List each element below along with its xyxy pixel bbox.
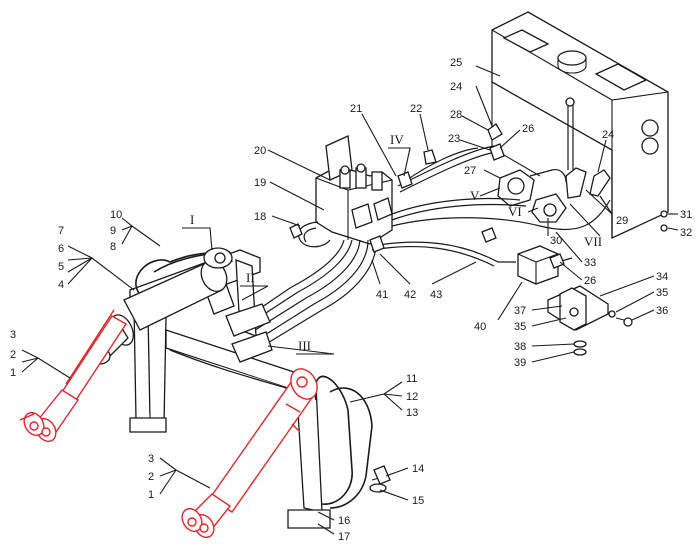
callout-c2a: 2 [10,349,16,361]
callout-c36: 36 [656,305,668,317]
callout-c39: 39 [514,357,526,369]
section-s4: IV [390,132,404,147]
part-callouts: 3 2 1 7 6 5 4 10 9 8 11 12 13 14 15 16 1… [10,57,692,543]
section-s1: I [190,212,194,227]
callout-c40: 40 [474,321,486,333]
hydraulic-hoses [239,145,613,345]
callout-c28: 28 [450,109,462,121]
callout-c26a: 26 [522,123,534,135]
callout-c20: 20 [254,145,266,157]
callout-c8: 8 [110,241,116,253]
callout-c42: 42 [404,289,416,301]
callout-c6: 6 [58,243,64,255]
callout-c24b: 24 [602,129,614,141]
callout-c30: 30 [550,235,562,247]
callout-c23: 23 [448,133,460,145]
leader-lines [21,65,679,535]
mounting-frame [129,249,331,529]
callout-c38: 38 [514,341,526,353]
callout-c21: 21 [350,103,362,115]
section-s3: III [298,338,311,353]
callout-c29: 29 [616,215,628,227]
callout-c1b: 1 [148,489,154,501]
callout-c31: 31 [680,209,692,221]
callout-c41: 41 [376,289,388,301]
section-s6: VI [508,204,522,219]
callout-c33: 33 [584,257,596,269]
callout-c5: 5 [58,261,64,273]
section-s5: V [470,188,480,203]
callout-c26b: 26 [584,275,596,287]
callout-c2b: 2 [148,471,154,483]
callout-c17: 17 [338,531,350,543]
connector-block [517,245,573,285]
callout-c19: 19 [254,177,266,189]
callout-c37: 37 [514,305,526,317]
callout-c3a: 3 [10,329,16,341]
lower-cylinder-highlighted [181,368,318,539]
hydraulic-tank [491,11,669,240]
fittings [289,123,565,269]
callout-c7: 7 [58,225,64,237]
section-s7: VII [584,234,602,249]
callout-c35a: 35 [656,287,668,299]
callout-c14: 14 [412,463,424,475]
callout-c25: 25 [450,57,462,69]
mounting-bracket [547,210,668,356]
callout-c15: 15 [412,495,424,507]
callout-c35b: 35 [514,321,526,333]
callout-c1a: 1 [10,367,16,379]
callout-c34: 34 [656,271,668,283]
callout-c18: 18 [254,211,266,223]
callout-c12: 12 [406,391,418,403]
callout-c16: 16 [338,515,350,527]
section-markers: I II III IV V VI VII [190,132,602,353]
callout-c43: 43 [430,289,442,301]
left-cylinder-highlighted [19,309,127,443]
valve-block [315,135,393,245]
callout-c9: 9 [110,225,116,237]
callout-c24a: 24 [450,81,462,93]
filter-block [497,97,611,223]
section-s2: II [246,270,255,285]
callout-c27: 27 [464,165,476,177]
callout-c22: 22 [410,103,422,115]
callout-c3b: 3 [148,453,154,465]
callout-c4: 4 [58,279,64,291]
callout-c13: 13 [406,407,418,419]
callout-c32: 32 [680,227,692,239]
callout-c11: 11 [406,373,417,385]
callout-c10: 10 [110,209,122,221]
